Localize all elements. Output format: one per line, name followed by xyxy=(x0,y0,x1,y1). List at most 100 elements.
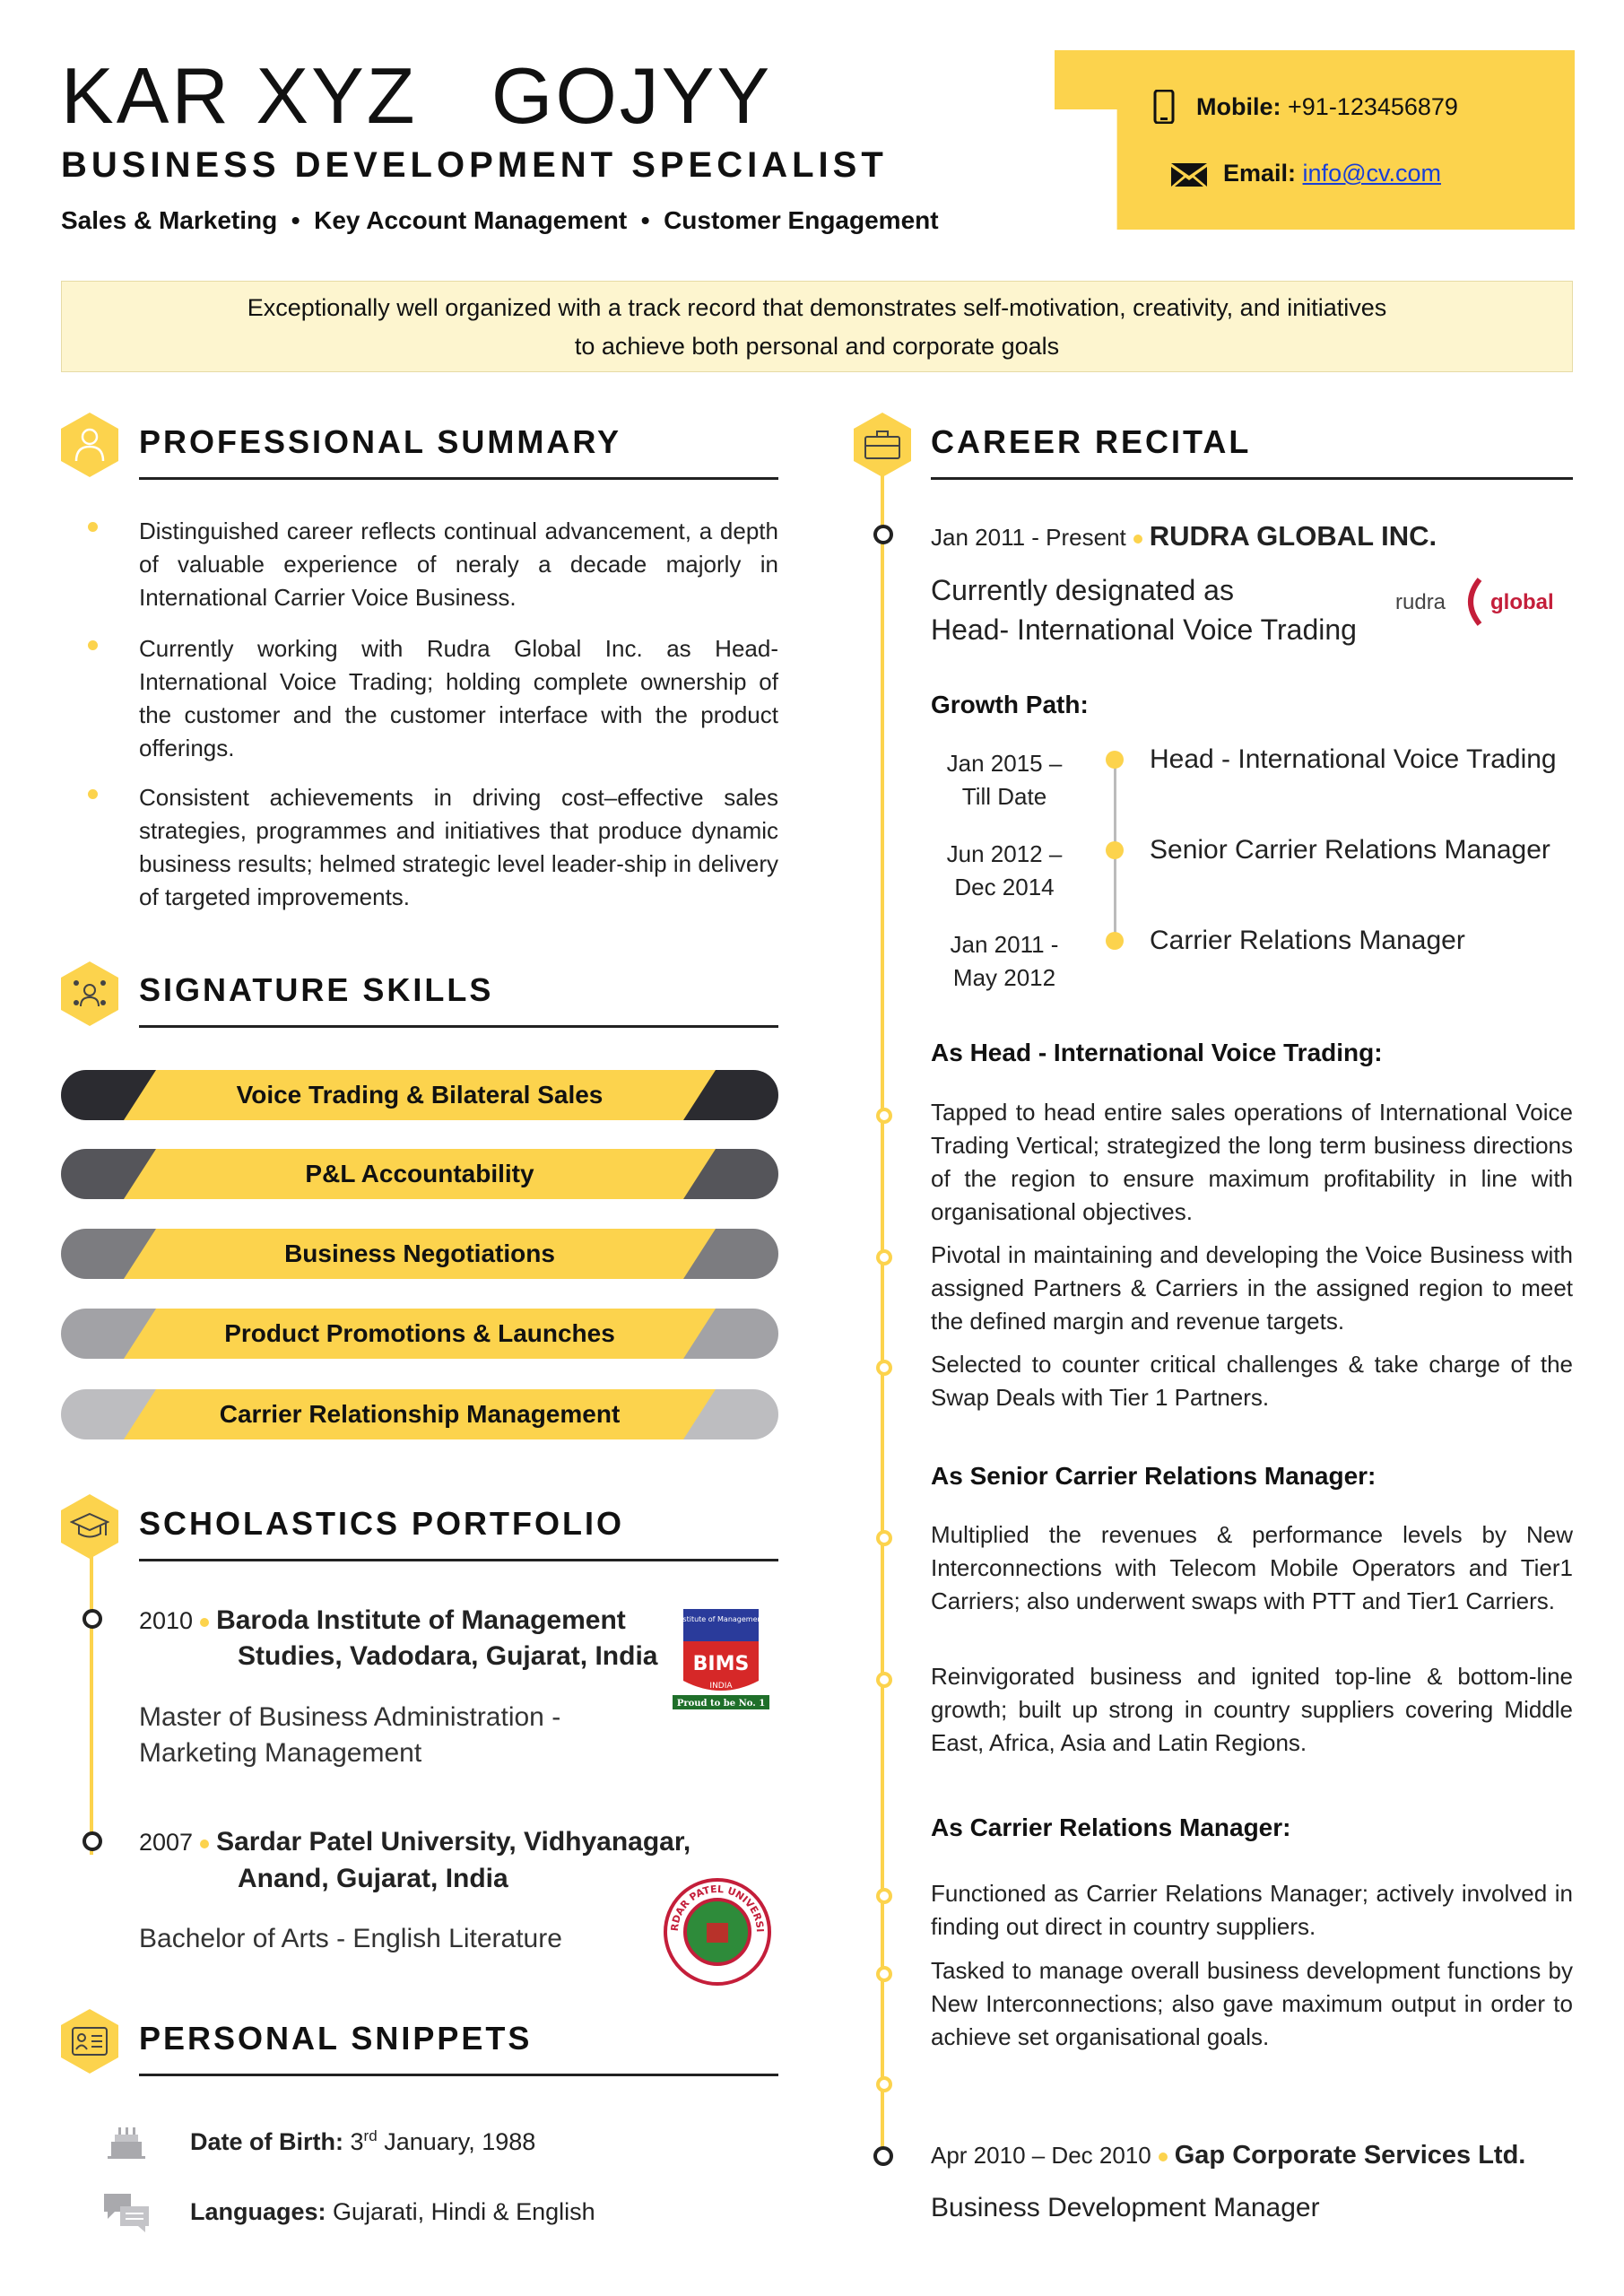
timeline-node xyxy=(873,525,893,544)
edu-2-institute-2: Anand, Gujarat, India xyxy=(238,1864,508,1893)
growth-1-start: Jan 2015 – xyxy=(946,750,1063,777)
summary-item-1: Distinguished career reflects continual … xyxy=(139,517,778,611)
timeline-node-small xyxy=(876,2076,892,2092)
person-icon xyxy=(74,427,105,463)
growth-2-end: Dec 2014 xyxy=(954,874,1055,900)
growth-node xyxy=(1106,751,1124,769)
tagline-line-1: Exceptionally well organized with a trac… xyxy=(247,294,1387,321)
timeline-node-small xyxy=(876,1249,892,1265)
skill-band xyxy=(124,1149,716,1199)
rudra-logo-right: global xyxy=(1490,590,1554,614)
crm-item-1: Functioned as Carrier Relations Manager;… xyxy=(931,1880,1573,1940)
dob-label: Date of Birth: xyxy=(190,2128,343,2155)
senior-item-2: Reinvigorated business and ignited top-l… xyxy=(931,1663,1573,1756)
tagline-line-2: to achieve both personal and corporate g… xyxy=(574,333,1060,360)
dob-row: Date of Birth: 3rd January, 1988 xyxy=(190,2127,535,2156)
education-rule xyxy=(139,1559,778,1561)
timeline-node-small xyxy=(876,1888,892,1904)
skill-band xyxy=(124,1309,716,1359)
email-icon xyxy=(1171,163,1207,187)
skill-label: Product Promotions & Launches xyxy=(224,1319,615,1347)
skill-bar: P&L Accountability xyxy=(61,1149,778,1199)
skill-label: Voice Trading & Bilateral Sales xyxy=(236,1081,604,1109)
edu-2-year: 2007 xyxy=(139,1829,194,1856)
skill-bar: Voice Trading & Bilateral Sales xyxy=(61,1070,778,1120)
skill-label: P&L Accountability xyxy=(305,1160,534,1187)
summary-bullet xyxy=(88,789,98,799)
career-rule xyxy=(931,477,1573,480)
briefcase-icon xyxy=(864,430,900,459)
job-2-company: Gap Corporate Services Ltd. xyxy=(1174,2141,1526,2170)
focus-areas: Sales & Marketing • Key Account Manageme… xyxy=(61,206,939,234)
timeline-node-small xyxy=(876,1360,892,1376)
candidate-name: KAR XYZ GOJYY xyxy=(61,51,773,140)
skill-bar: Carrier Relationship Management xyxy=(61,1389,778,1439)
edu-2-year-line: 2007 Sardar Patel University, Vidhyanagar… xyxy=(139,1827,690,1857)
edu-1-institute-2: Studies, Vadodara, Gujarat, India xyxy=(238,1641,658,1671)
head-item-2: Pivotal in maintaining and developing th… xyxy=(931,1241,1573,1335)
chat-bubbles-icon xyxy=(102,2192,151,2233)
head-item-3: Selected to counter critical challenges … xyxy=(931,1351,1573,1411)
growth-2-role: Senior Carrier Relations Manager xyxy=(1150,835,1550,865)
growth-3-dates: Jan 2011 -May 2012 xyxy=(933,928,1076,995)
summary-item-3: Consistent achievements in driving cost–… xyxy=(139,784,778,910)
job-2-role: Business Development Manager xyxy=(931,2193,1320,2222)
id-card-icon xyxy=(72,2027,108,2056)
birthday-cake-icon xyxy=(108,2122,145,2160)
timeline-node-small xyxy=(876,1672,892,1688)
education-timeline xyxy=(90,1525,93,1855)
bims-logo-mid: BIMS xyxy=(693,1653,750,1675)
email-link[interactable]: info@cv.com xyxy=(1302,160,1441,187)
growth-path-title: Growth Path: xyxy=(931,691,1089,718)
crm-item-2: Tasked to manage overall business develo… xyxy=(931,1957,1573,2050)
job-1-company: RUDRA GLOBAL INC. xyxy=(1149,520,1437,552)
skill-label: Business Negotiations xyxy=(284,1239,555,1267)
contact-box xyxy=(1055,50,1575,230)
timeline-node-small xyxy=(876,1108,892,1124)
summary-bullet xyxy=(88,522,98,532)
tagline-box: Exceptionally well organized with a trac… xyxy=(61,281,1573,372)
rudra-logo-left: rudra xyxy=(1395,590,1446,614)
job-2-header: Apr 2010 – Dec 2010 Gap Corporate Service… xyxy=(931,2141,1525,2170)
spu-logo: SARDAR PATEL UNIVERSITY xyxy=(662,1876,773,1987)
job-2-period: Apr 2010 – Dec 2010 xyxy=(931,2142,1151,2169)
skill-band xyxy=(124,1389,716,1439)
separator-dot xyxy=(1158,2152,1168,2162)
dob-suffix: rd xyxy=(363,2127,378,2144)
separator-dot xyxy=(200,1617,210,1627)
growth-1-dates: Jan 2015 – Till Date xyxy=(933,747,1076,813)
personal-rule xyxy=(139,2074,778,2076)
timeline-node xyxy=(873,2146,893,2166)
senior-role-title: As Senior Carrier Relations Manager: xyxy=(931,1462,1376,1490)
growth-2-dates: Jun 2012 –Dec 2014 xyxy=(933,838,1076,904)
summary-rule xyxy=(139,477,778,480)
skill-label: Carrier Relationship Management xyxy=(219,1400,621,1428)
separator-dot xyxy=(1133,535,1142,544)
edu-2-degree: Bachelor of Arts - English Literature xyxy=(139,1924,562,1953)
edu-2-institute: Sardar Patel University, Vidhyanagar, xyxy=(216,1827,691,1857)
languages-value: Gujarati, Hindi & English xyxy=(333,2198,595,2225)
career-timeline xyxy=(881,448,884,2163)
career-hex xyxy=(854,413,911,477)
rudra-logo: rudra global xyxy=(1395,574,1575,631)
head-item-1: Tapped to head entire sales operations o… xyxy=(931,1099,1573,1225)
mobile-icon xyxy=(1153,90,1175,124)
timeline-node xyxy=(83,1831,102,1851)
summary-hex xyxy=(61,413,118,477)
personal-title: PERSONAL SNIPPETS xyxy=(139,2020,533,2057)
edu-1-degree: Master of Business Administration - Mark… xyxy=(139,1700,560,1771)
job-1-period: Jan 2011 - Present xyxy=(931,524,1126,551)
education-title: SCHOLASTICS PORTFOLIO xyxy=(139,1505,625,1542)
growth-node xyxy=(1106,841,1124,859)
rudra-logo-swirl xyxy=(1460,576,1487,628)
personal-hex xyxy=(61,2009,118,2074)
skills-hex xyxy=(61,961,118,1026)
bims-logo-top: Baroda Institute of Management Studies xyxy=(671,1615,771,1623)
edu-1-institute: Baroda Institute of Management xyxy=(216,1605,626,1635)
growth-1-end: Till Date xyxy=(961,783,1047,810)
skill-band xyxy=(124,1229,716,1279)
head-role-title: As Head - International Voice Trading: xyxy=(931,1039,1383,1066)
edu-1-degree-line-1: Master of Business Administration - xyxy=(139,1702,561,1732)
growth-3-start: Jan 2011 - xyxy=(950,931,1059,958)
